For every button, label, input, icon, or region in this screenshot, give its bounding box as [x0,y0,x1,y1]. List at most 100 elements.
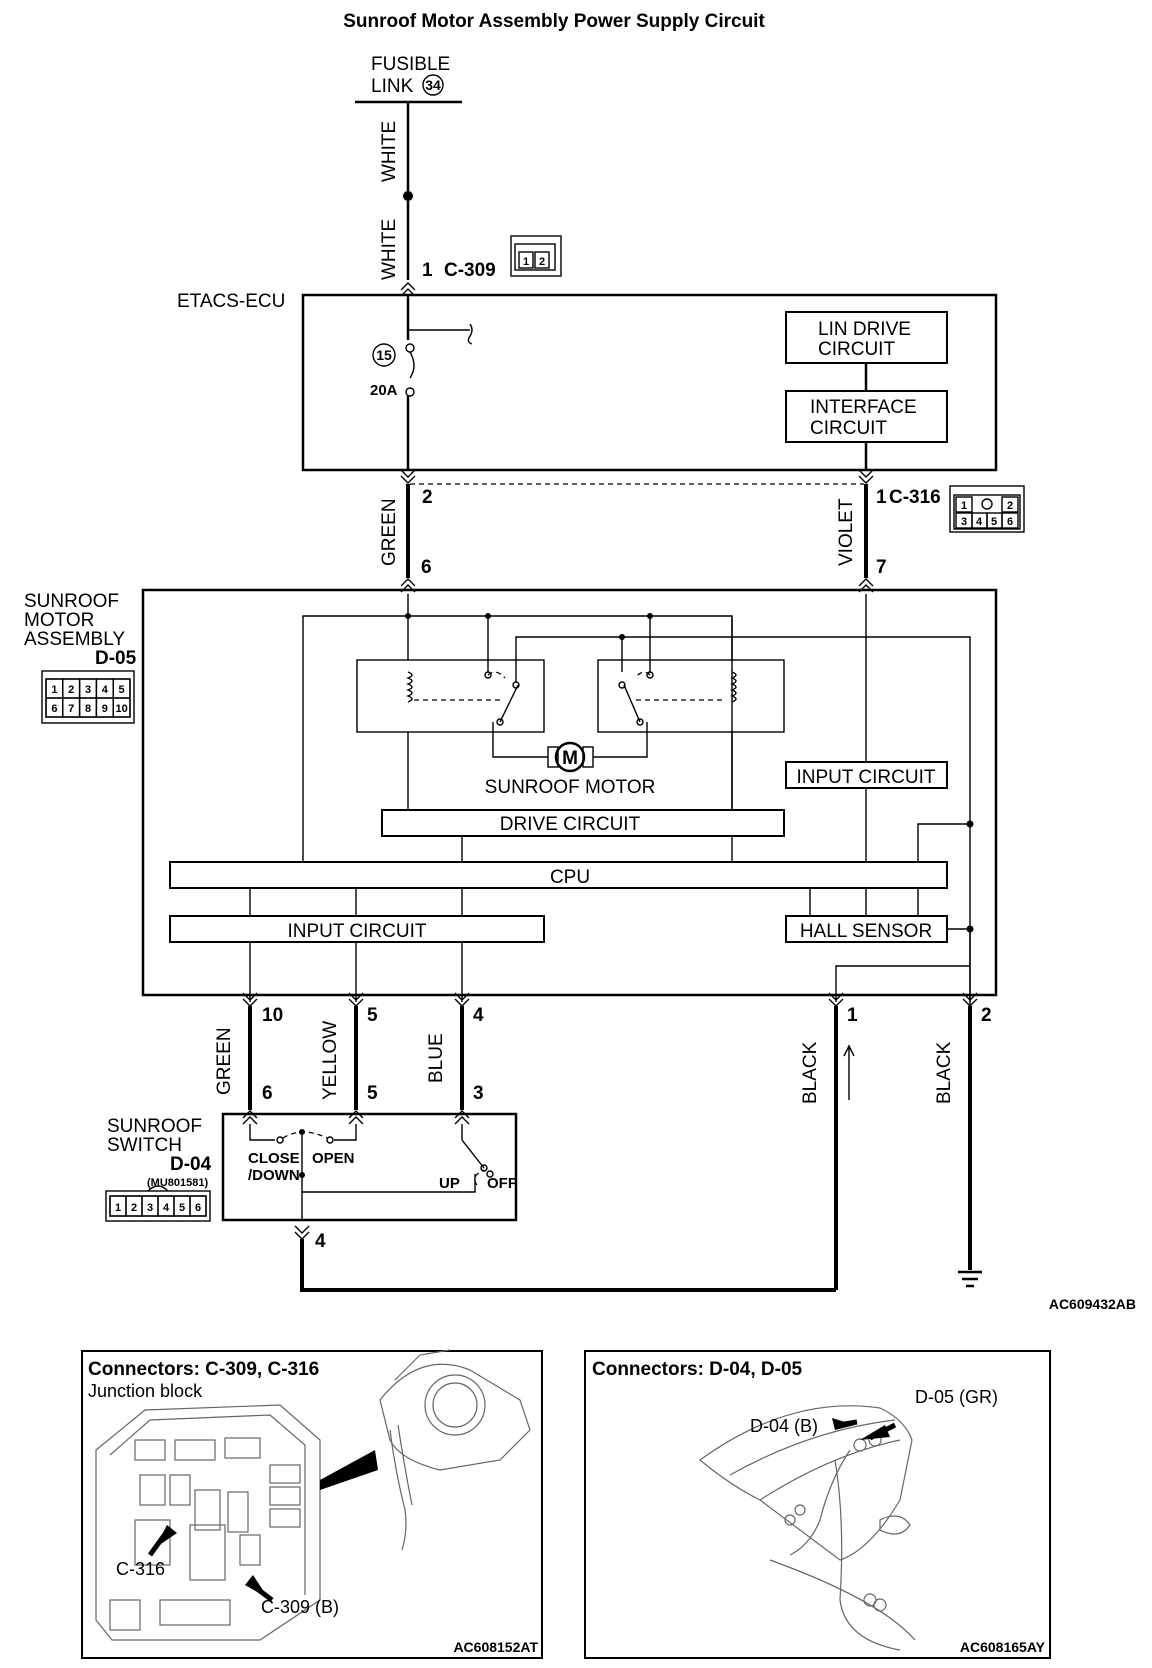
connector-c316-label: C-316 [889,487,941,508]
splice-point [403,191,413,201]
d04-pin-5: 5 [179,1202,185,1214]
etacs-ecu-box [301,293,998,472]
switch-open: OPEN [312,1150,355,1167]
d05-pin-5: 5 [119,684,125,696]
wire-label-violet: VIOLET [836,498,857,566]
hall-sensor-label: HALL SENSOR [800,921,932,942]
motor-assembly-label-3: ASSEMBLY [24,629,125,650]
panel-left-subtitle: Junction block [88,1381,203,1401]
motor-assembly-label-1: SUNROOF [24,591,119,612]
d04-pin-6: 6 [195,1202,201,1214]
pin-motor-blue: 4 [473,1005,484,1026]
d05-pin-8: 8 [85,703,91,715]
c316-pin-2: 2 [1007,500,1013,512]
callout-c316: C-316 [116,1559,165,1579]
sunroof-switch-box [221,1112,518,1222]
c316-pin-1: 1 [961,500,967,512]
diagram-code: AC609432AB [1049,1296,1136,1312]
c316-pin-5: 5 [991,516,997,528]
pin-motor-green: 6 [421,557,432,578]
junction-block-illustration [95,1349,531,1641]
pin-switch-yellow: 5 [367,1083,378,1104]
pin-motor-black-1: 1 [847,1005,858,1026]
panel-right-code: AC608165AY [960,1639,1046,1655]
fuse-number: 15 [376,347,392,363]
d04-pin-2: 2 [131,1202,137,1214]
interface-line-1: INTERFACE [810,397,917,418]
c316-pin-4: 4 [976,516,983,528]
drive-circuit-label: DRIVE CIRCUIT [500,814,641,835]
drive-circuit-box [381,809,785,837]
c309-pin-1: 1 [523,256,529,268]
switch-label-2: SWITCH [107,1135,182,1156]
input-circuit-left-label: INPUT CIRCUIT [288,921,427,942]
pin-switch-ground: 4 [315,1231,326,1252]
d04-pin-4: 4 [163,1202,170,1214]
pin-switch-blue: 3 [473,1083,484,1104]
panel-left-title: Connectors: C-309, C-316 [88,1359,319,1380]
d05-pin-7: 7 [68,703,74,715]
c316-pin-6: 6 [1007,516,1013,528]
wire-switch-ground [300,1239,836,1292]
relay-left [356,659,545,733]
wire-label-black-2: BLACK [934,1041,955,1104]
callout-c309: C-309 (B) [261,1597,339,1617]
panel-left-code: AC608152AT [453,1639,538,1655]
etacs-ecu-label: ETACS-ECU [177,291,285,312]
switch-part-number: (MU801581) [147,1177,208,1189]
d05-pin-2: 2 [68,684,74,696]
wire-label-blue: BLUE [426,1033,447,1083]
connector-c309-label: C-309 [444,260,496,281]
fusible-link: FUSIBLE LINK 34 [355,54,462,104]
switch-up: UP [439,1175,460,1192]
motor-assembly-label-2: MOTOR [24,610,94,631]
motor-assembly-box [141,588,998,997]
switch-close-down-2: /DOWN [248,1167,300,1184]
wire-label-green-etacs: GREEN [379,498,400,566]
fusible-link-label-1: FUSIBLE [371,54,450,75]
fusible-link-number: 34 [425,77,441,93]
connector-panel-right [584,1350,1051,1659]
sunroof-motor-label: SUNROOF MOTOR [485,777,656,798]
diagram-title: Sunroof Motor Assembly Power Supply Circ… [343,11,765,32]
pin-motor-black-2: 2 [981,1005,992,1026]
switch-connector: D-04 [170,1154,212,1175]
pin-switch-green: 6 [262,1083,273,1104]
connector-c309-symbol: 1 2 [510,235,562,277]
c316-pin-3: 3 [961,516,967,528]
connector-panel-left [81,1350,543,1659]
d05-pin-4: 4 [102,684,109,696]
fuse-rating: 20A [370,382,398,399]
wire-label-yellow: YELLOW [320,1021,341,1100]
lin-drive-circuit [785,311,948,364]
pin-c316-number: 1 [876,487,887,508]
wire-label-green-switch: GREEN [214,1027,235,1095]
connector-c316-symbol: 1 2 3 4 5 6 [949,485,1025,533]
ground-symbol [958,1270,982,1288]
panel-right-title: Connectors: D-04, D-05 [592,1359,803,1380]
cpu-box [169,861,948,889]
vehicle-roof-illustration [699,1405,916,1651]
callout-d04: D-04 (B) [750,1416,818,1436]
pin-c309-number: 1 [422,260,433,281]
wire-label-white-top: WHITE [379,121,400,182]
pin-motor-green-out: 10 [262,1005,283,1026]
motor-symbol-label: M [562,748,578,769]
d05-pin-10: 10 [115,703,127,715]
pin-etacs-green: 2 [422,487,433,508]
relay-right [597,659,785,733]
d04-pin-1: 1 [115,1202,121,1214]
d04-pin-3: 3 [147,1202,153,1214]
callout-d05: D-05 (GR) [915,1387,998,1407]
pin-motor-yellow: 5 [367,1005,378,1026]
d05-pin-9: 9 [102,703,108,715]
cpu-label: CPU [550,867,590,888]
lin-drive-line-2: CIRCUIT [818,339,895,360]
wire-label-black-1: BLACK [800,1041,821,1104]
d05-pin-1: 1 [51,684,57,696]
fuse-15: 15 20A [370,343,415,399]
switch-close-down-1: CLOSE [248,1150,300,1167]
input-circuit-right-label: INPUT CIRCUIT [797,767,936,788]
